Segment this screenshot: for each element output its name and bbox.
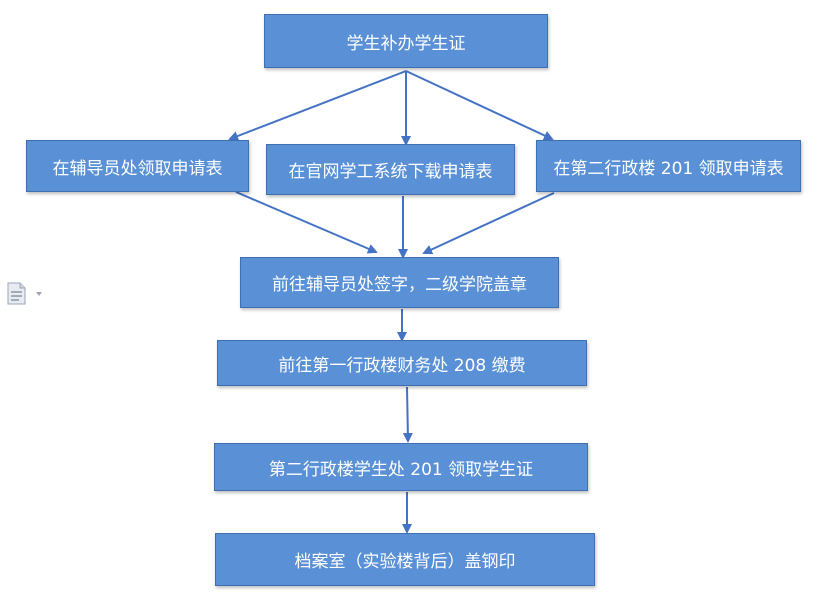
collect-card-node: 第二行政楼学生处 201 领取学生证 (214, 443, 588, 491)
arrow-start-to-counselor (228, 70, 407, 141)
arrow-pay-to-collect (402, 386, 413, 443)
arrow-building-to-sign (422, 192, 555, 255)
option-website-node: 在官网学工系统下载申请表 (266, 144, 515, 195)
option-counselor-node: 在辅导员处领取申请表 (26, 140, 249, 192)
pay-fee-node: 前往第一行政楼财务处 208 缴费 (217, 340, 587, 386)
option-building-node: 在第二行政楼 201 领取申请表 (536, 140, 801, 192)
start-node: 学生补办学生证 (264, 14, 548, 68)
arrow-start-to-building (405, 70, 554, 141)
arrow-counselor-to-sign (235, 191, 378, 254)
sign-seal-node: 前往辅导员处签字，二级学院盖章 (240, 257, 559, 308)
document-icon[interactable] (6, 282, 46, 306)
archive-stamp-node: 档案室（实验楼背后）盖钢印 (215, 533, 595, 586)
